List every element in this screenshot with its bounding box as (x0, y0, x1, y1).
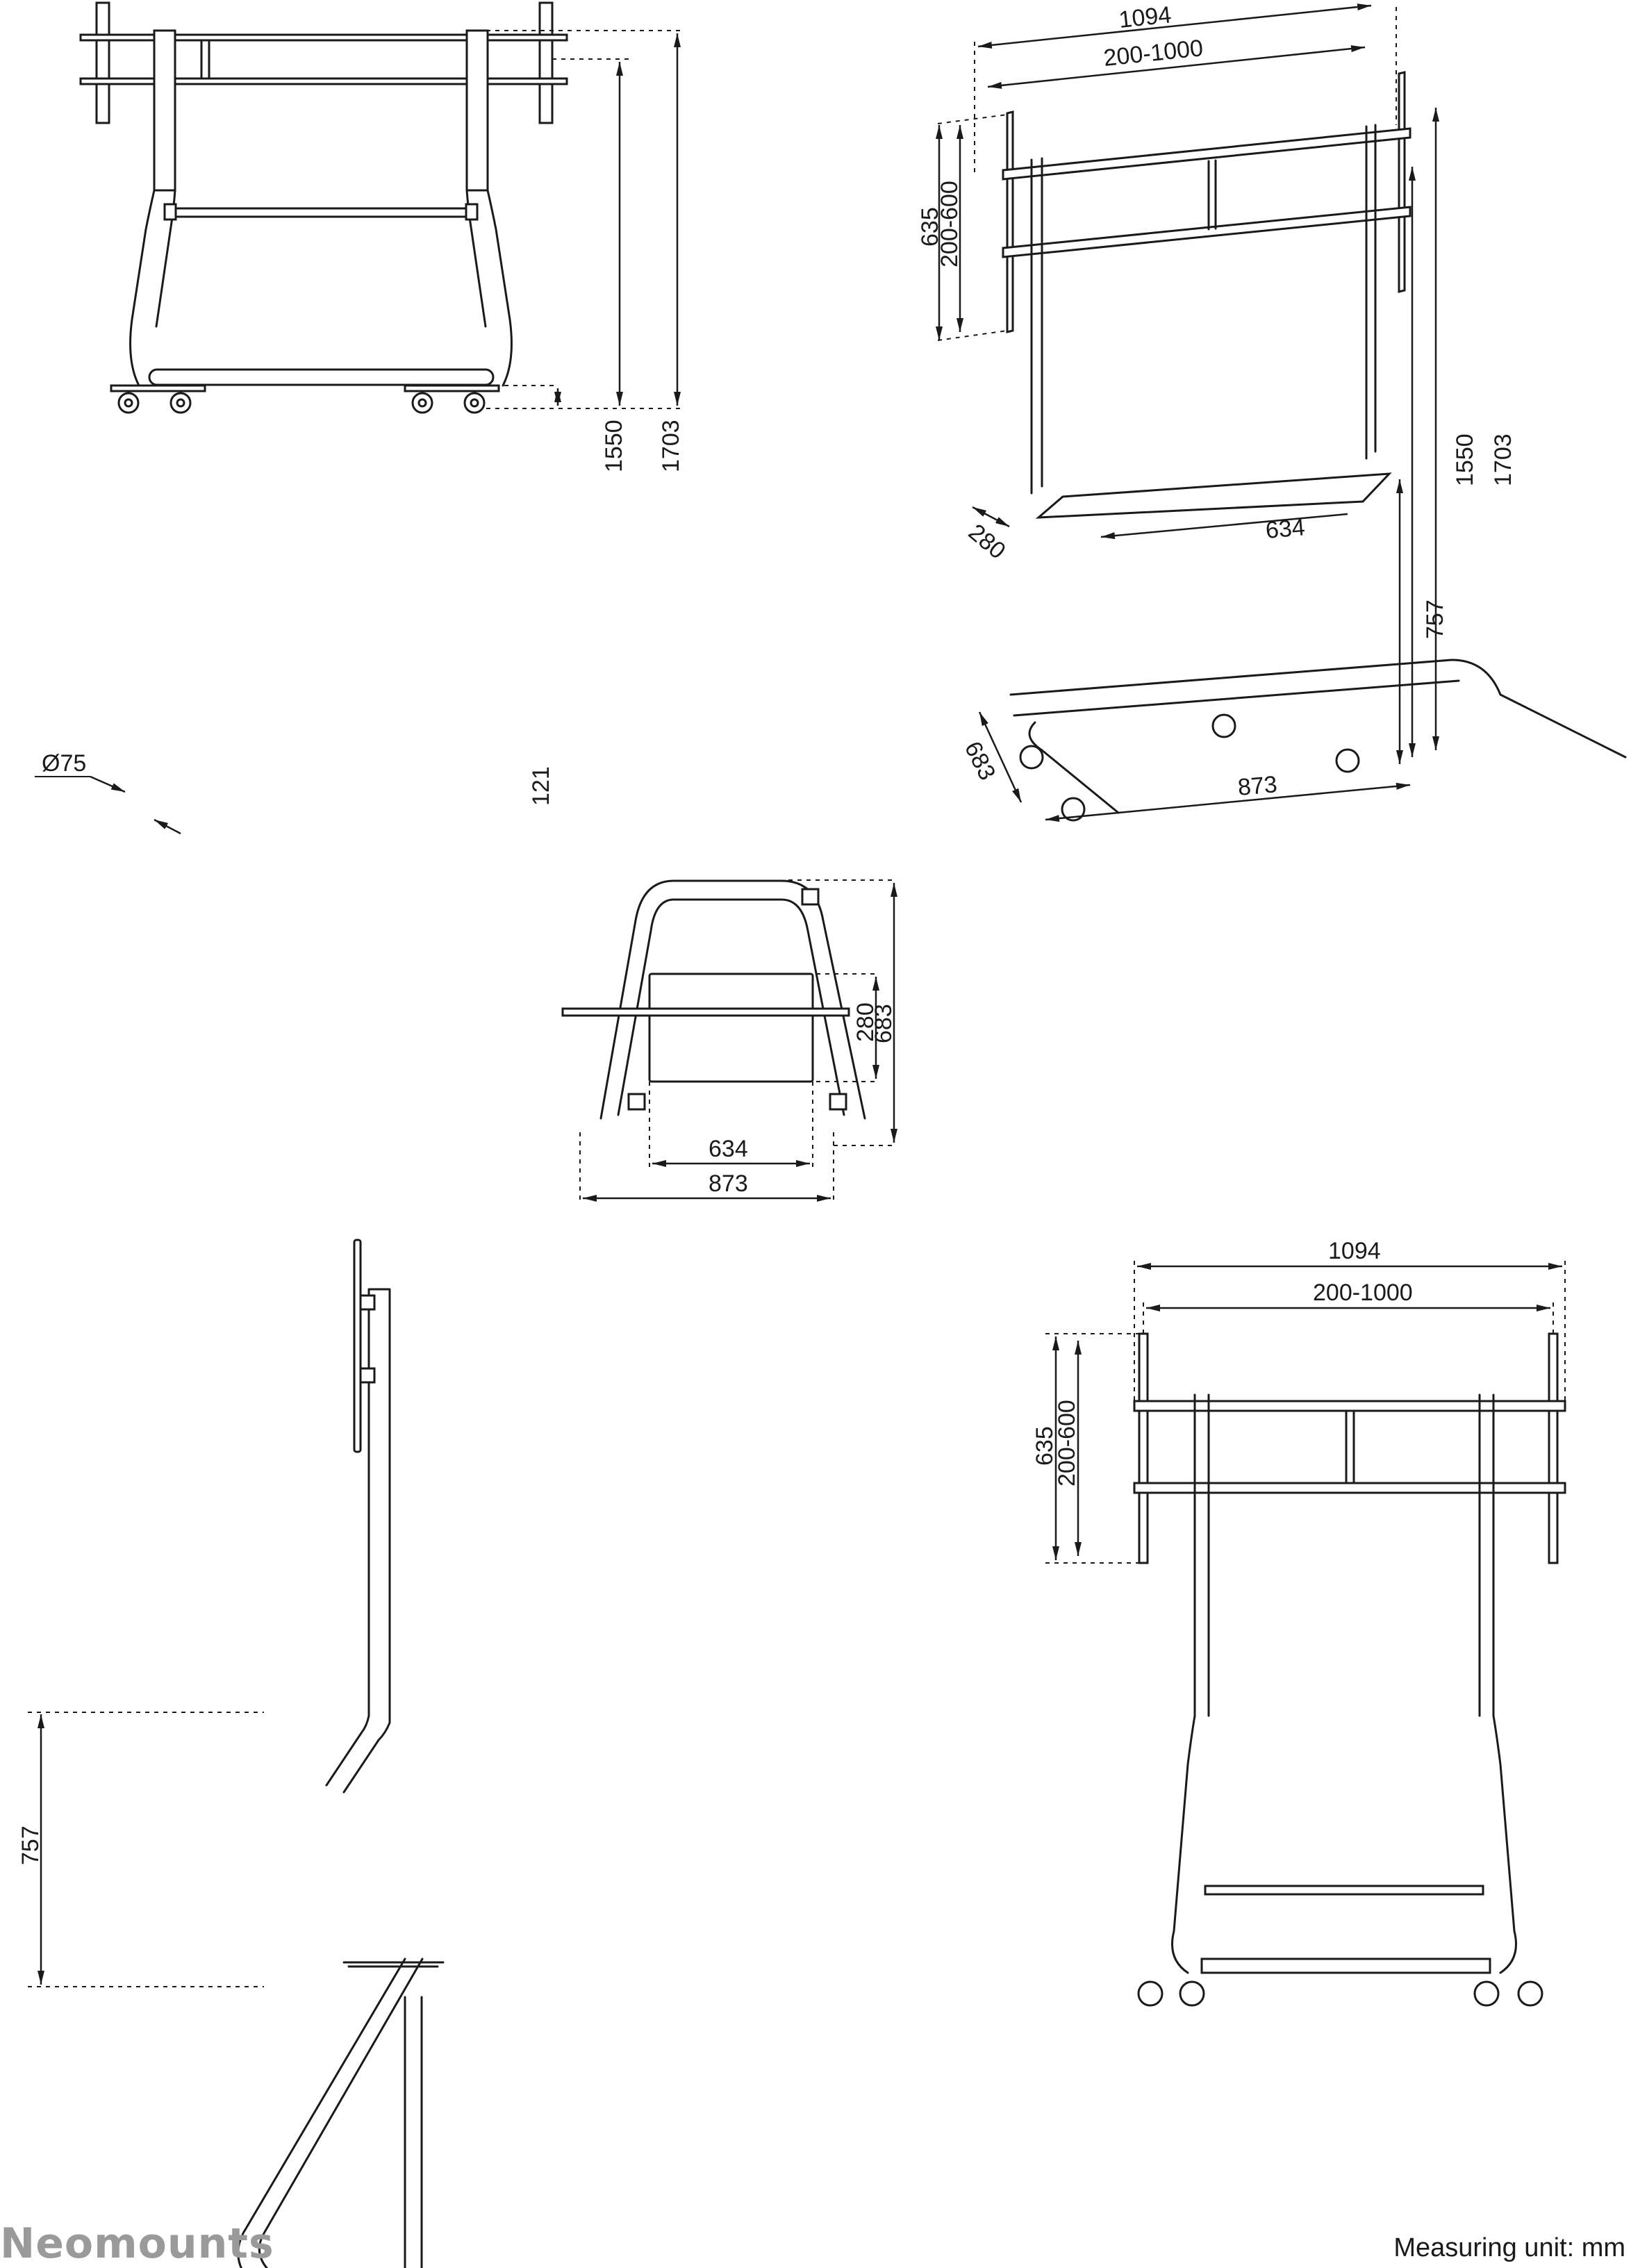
bracket-center-height-label: 1550 (601, 420, 627, 472)
bracket-height-label: 635 (917, 207, 943, 247)
total-width-label: 1094 (1118, 1, 1173, 33)
total-width-label: 1094 (1328, 1238, 1381, 1264)
base-bar (148, 368, 495, 386)
caster-height-label: 121 (528, 766, 554, 806)
base-bar (1200, 1957, 1491, 1974)
right-vesa-rail (1398, 71, 1406, 293)
base-depth-label: 683 (959, 737, 1001, 784)
total-height-label: 1703 (658, 420, 684, 472)
left-vesa-rail (1006, 110, 1014, 333)
lower-arm (79, 77, 568, 85)
total-height-label: 1703 (1490, 433, 1516, 486)
perspective-view: 1094 200-1000 635 200-600 280 634 757 15… (917, 0, 1631, 834)
side-view-drawing (237, 1239, 445, 2268)
bracket-height-label: 635 (1032, 1426, 1058, 1466)
measuring-unit-note: Measuring unit: mm (1393, 2233, 1625, 2262)
display-panel (353, 1239, 362, 1453)
crossbar (561, 1007, 850, 1017)
bracket-center-height-label: 1550 (1452, 433, 1478, 486)
left-vesa-rail (95, 1, 110, 124)
shelf-depth-label: 280 (963, 519, 1011, 565)
brand-logo: Neomounts (0, 2219, 274, 2268)
vesa-height-range-label: 200-600 (1054, 1400, 1080, 1487)
shelf (342, 1961, 445, 1968)
right-vesa-rail (538, 1, 554, 124)
column (325, 1288, 391, 1794)
upper-arm (79, 33, 568, 42)
shelf (1204, 1885, 1484, 1896)
top-view-labels: 280 683 634 873 (709, 1002, 897, 1197)
top-view: 280 683 634 873 (542, 854, 1111, 1271)
shelf-width-label: 634 (709, 1136, 748, 1162)
front-view-drawing (35, 1, 684, 835)
rear-view: 1094 200-1000 635 200-600 (1032, 1236, 1631, 2139)
vesa-width-range-label: 200-1000 (1313, 1280, 1413, 1306)
rear-view-labels: 1094 200-1000 635 200-600 (1032, 1238, 1413, 1487)
u-frame-inner (617, 898, 845, 1116)
caster-diameter-label: Ø75 (42, 750, 86, 777)
top-view-drawing (561, 879, 897, 1202)
upper-arm (1002, 127, 1411, 181)
caster-group-left (110, 384, 206, 414)
shelf (1035, 472, 1392, 519)
perspective-view-labels: 1094 200-1000 635 200-600 280 634 757 15… (917, 1, 1516, 801)
shelf-depth-label: 280 (852, 1002, 879, 1042)
shelf-height-label: 757 (1422, 599, 1448, 639)
base-width-label: 873 (1236, 771, 1278, 801)
base-width-label: 873 (709, 1170, 748, 1197)
caster-group-right (404, 384, 500, 414)
lower-arm (1133, 1482, 1566, 1494)
right-column (465, 29, 489, 192)
shelf-height-label: 757 (17, 1826, 44, 1865)
front-view: Ø75 121 1550 1703 (0, 0, 695, 835)
side-view-dimension: 757 (0, 1667, 278, 2153)
shelf (648, 972, 814, 1083)
base-depth-label: 683 (870, 1004, 897, 1043)
left-column (153, 29, 176, 192)
vesa-width-range-label: 200-1000 (1102, 35, 1204, 72)
casters (1137, 1980, 1543, 2007)
upper-arm (1133, 1400, 1566, 1412)
vesa-height-range-label: 200-600 (936, 181, 963, 267)
perspective-view-drawing (936, 3, 1627, 822)
rear-view-drawing (1045, 1261, 1566, 2007)
front-view-labels: Ø75 121 1550 1703 (42, 420, 684, 806)
shelf-width-label: 634 (1264, 514, 1306, 544)
side-view (104, 1223, 556, 2268)
